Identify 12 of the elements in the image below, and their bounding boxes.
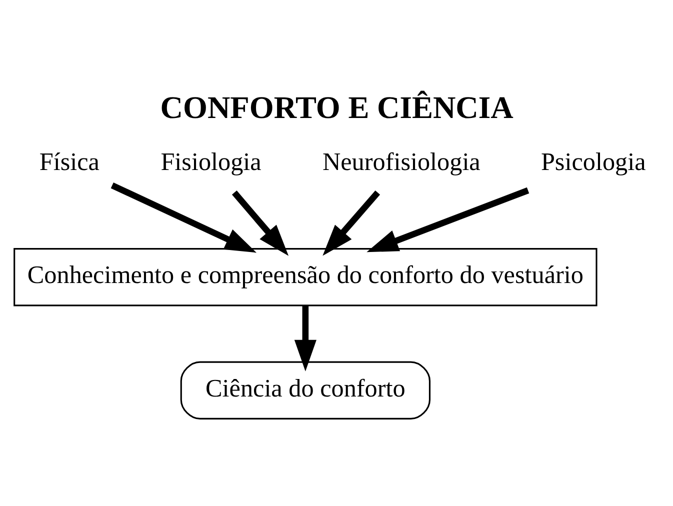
node-text: Neurofisiologia xyxy=(322,148,480,176)
node-box: Conhecimento e compreensão do conforto do vestuário xyxy=(14,248,598,306)
node-text: Psicologia xyxy=(540,148,646,176)
arrow xyxy=(294,305,316,371)
arrow xyxy=(232,190,289,256)
node-text: Fisiologia xyxy=(160,148,262,176)
arrow xyxy=(366,186,530,252)
node-box: Ciência do conforto xyxy=(180,360,431,419)
diagram-title: CONFORTO E CIÊNCIA xyxy=(160,90,514,125)
arrow xyxy=(110,182,257,252)
node-text: Física xyxy=(39,148,100,176)
arrow xyxy=(322,190,380,256)
